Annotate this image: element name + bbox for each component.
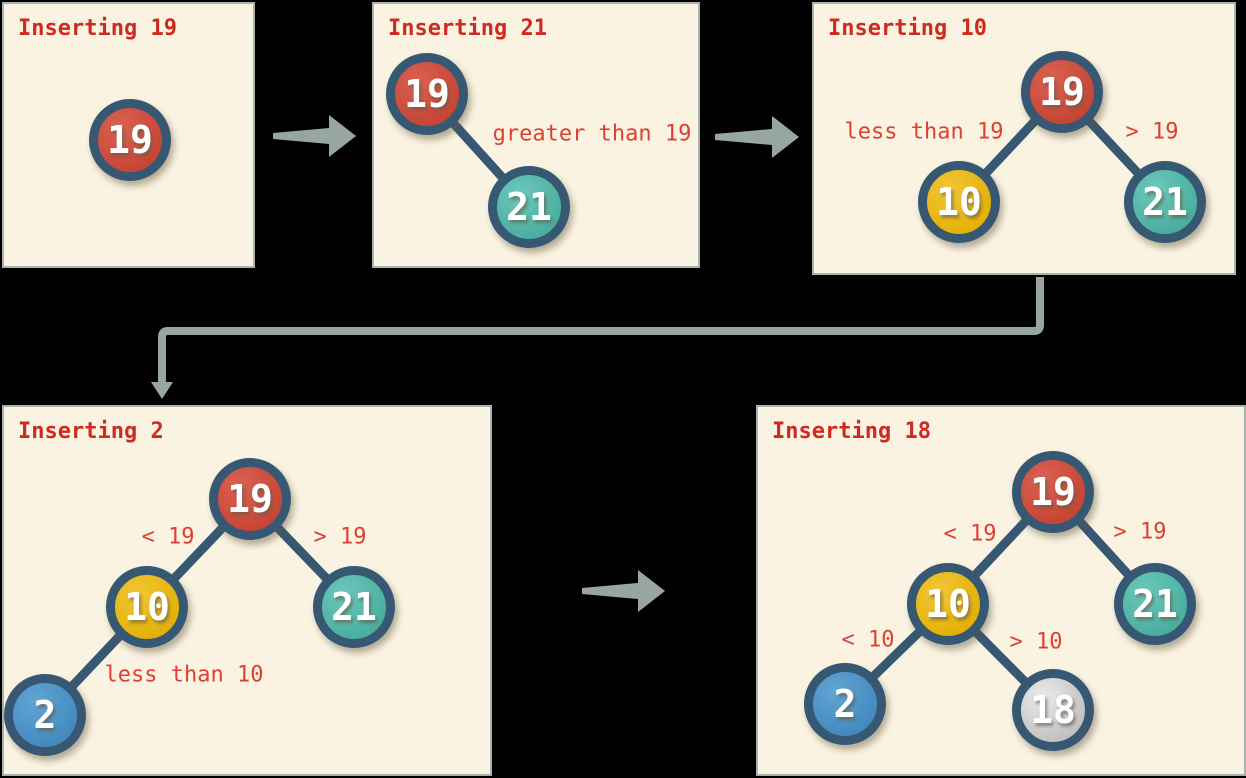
- elbow-arrow-line: [158, 277, 1044, 384]
- tree-node-19: 19: [89, 99, 171, 181]
- tree-node-18: 18: [1012, 669, 1094, 751]
- edge-label: less than 10: [104, 662, 264, 688]
- panel-step-1: Inserting 19 19: [2, 2, 255, 268]
- right-arrow-icon: [715, 116, 799, 158]
- tree-node-2: 2: [804, 663, 886, 745]
- edge-label: greater than 19: [492, 121, 692, 147]
- tree-node-10: 10: [106, 566, 188, 648]
- edge-label: less than 19: [844, 119, 1004, 145]
- right-arrow-icon: [273, 115, 356, 157]
- edge-label: < 10: [841, 627, 895, 653]
- tree-node-10: 10: [907, 563, 989, 645]
- edge-label: > 19: [313, 524, 367, 550]
- edge-label: > 10: [1009, 629, 1063, 655]
- edge-label: < 19: [943, 521, 997, 547]
- panel-title: Inserting 10: [828, 16, 987, 41]
- tree-node-21: 21: [488, 166, 570, 248]
- edge-label: > 19: [1125, 119, 1179, 145]
- tree-node-19: 19: [386, 53, 468, 135]
- panel-step-5: Inserting 18 19 10 21 2 18 < 19 > 19 < 10 > 10: [756, 405, 1246, 776]
- tree-node-2: 2: [4, 674, 86, 756]
- tree-node-19: 19: [1012, 451, 1094, 533]
- tree-node-21: 21: [313, 566, 395, 648]
- panel-title: Inserting 19: [18, 16, 177, 41]
- panel-step-4: Inserting 2 19 10 21 2 < 19 > 19 less than 10: [2, 405, 492, 776]
- down-arrow-icon: [151, 382, 173, 399]
- tree-node-10: 10: [918, 161, 1000, 243]
- right-arrow-icon: [582, 570, 665, 612]
- panel-title: Inserting 21: [388, 16, 547, 41]
- panel-title: Inserting 18: [772, 419, 931, 444]
- edge-label: < 19: [141, 524, 195, 550]
- tree-node-19: 19: [1021, 51, 1103, 133]
- panel-step-3: Inserting 10 19 10 21 less than 19 > 19: [812, 2, 1236, 275]
- tree-node-21: 21: [1114, 563, 1196, 645]
- edge-label: > 19: [1113, 519, 1167, 545]
- tree-node-19: 19: [209, 458, 291, 540]
- panel-title: Inserting 2: [18, 419, 164, 444]
- tree-node-21: 21: [1124, 161, 1206, 243]
